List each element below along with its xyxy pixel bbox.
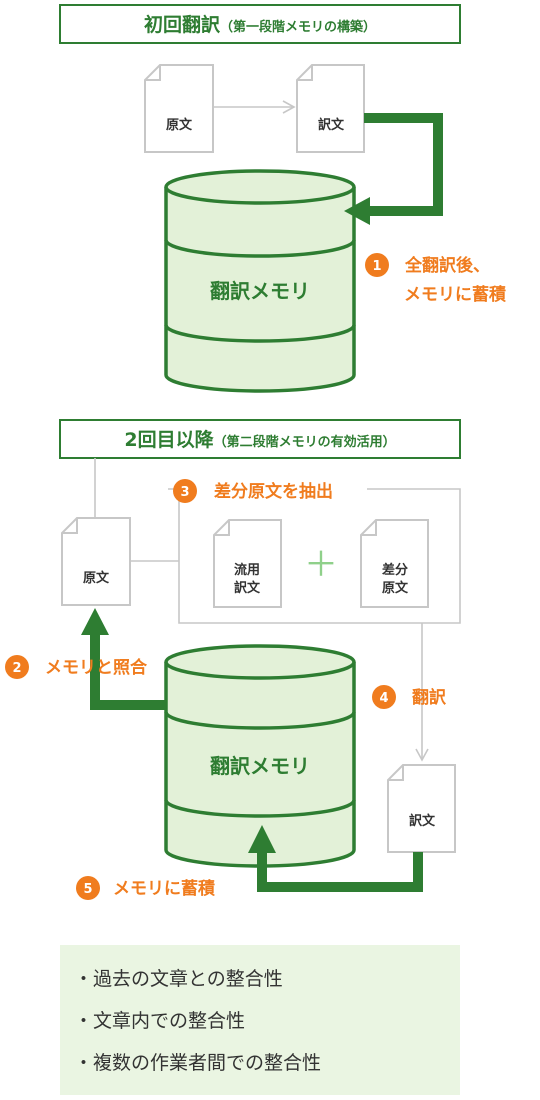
- step4-num: 4: [379, 691, 388, 706]
- database-1-label: 翻訳メモリ: [210, 279, 310, 303]
- green-arrow-store-2: [248, 825, 423, 892]
- section2-title: 2回目以降: [124, 428, 214, 451]
- green-arrow-match: [81, 608, 166, 710]
- doc-translation-1: 訳文: [296, 64, 365, 153]
- step1-line2: メモリに蓄積: [404, 284, 507, 305]
- doc-source-1-label: 原文: [166, 117, 193, 133]
- database-2: 翻訳メモリ: [164, 644, 356, 868]
- step4-badge: 4: [372, 685, 396, 709]
- step5-badge: 5: [76, 876, 100, 900]
- section2-title-box: 2回目以降（第二段階メモリの有効活用）: [59, 419, 461, 459]
- step2-label: メモリと照合: [45, 657, 148, 678]
- step2-num: 2: [12, 661, 21, 676]
- summary-item: ・過去の文章との整合性: [74, 968, 283, 990]
- step1-num: 1: [372, 259, 381, 274]
- doc-reuse-translation: 流用 訳文: [213, 519, 282, 608]
- step1-line1: 全翻訳後、: [404, 255, 490, 276]
- step3-label: 差分原文を抽出: [214, 481, 333, 502]
- doc-diff-line1: 差分: [382, 562, 408, 578]
- green-arrow-store-1: [344, 113, 443, 225]
- step1-badge: 1: [365, 253, 389, 277]
- doc-translation-1-label: 訳文: [318, 117, 345, 133]
- summary-item: ・複数の作業者間での整合性: [74, 1052, 322, 1074]
- step2-badge: 2: [5, 655, 29, 679]
- database-1: 翻訳メモリ: [164, 169, 356, 393]
- step4-label: 翻訳: [412, 687, 447, 708]
- step3-badge: 3: [173, 479, 197, 503]
- section2-subtitle: （第二段階メモリの有効活用）: [214, 434, 396, 450]
- database-2-label: 翻訳メモリ: [210, 754, 310, 778]
- step5-label: メモリに蓄積: [113, 878, 216, 899]
- section1-subtitle: （第一段階メモリの構築）: [220, 19, 376, 35]
- doc-translation-2: 訳文: [387, 764, 456, 853]
- summary-box: ・過去の文章との整合性 ・文章内での整合性 ・複数の作業者間での整合性: [60, 945, 460, 1095]
- plus-sign: ＋: [304, 545, 338, 585]
- doc-source-1: 原文: [144, 64, 214, 153]
- doc-diff-line2: 原文: [382, 580, 409, 596]
- doc-translation-2-label: 訳文: [409, 813, 436, 829]
- step3-num: 3: [180, 485, 189, 500]
- doc-source-2: 原文: [61, 517, 131, 606]
- svg-text:初回翻訳（第一段階メモリの構築）: 初回翻訳（第一段階メモリの構築）: [144, 13, 376, 36]
- section1-title-box: 初回翻訳（第一段階メモリの構築）: [59, 4, 461, 44]
- doc-reuse-line1: 流用: [234, 562, 260, 578]
- summary-item: ・文章内での整合性: [74, 1010, 246, 1032]
- doc-source-2-label: 原文: [83, 570, 110, 586]
- doc-diff-source: 差分 原文: [360, 519, 429, 608]
- section1-title: 初回翻訳: [144, 13, 221, 36]
- svg-text:2回目以降（第二段階メモリの有効活用）: 2回目以降（第二段階メモリの有効活用）: [124, 428, 395, 451]
- doc-reuse-line2: 訳文: [234, 580, 261, 596]
- step5-num: 5: [83, 882, 92, 897]
